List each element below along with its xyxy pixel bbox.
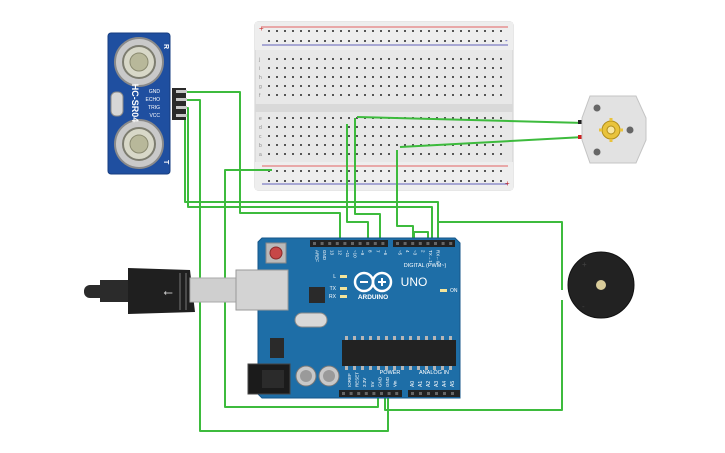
analog-pin-label: A5 bbox=[450, 381, 456, 387]
breadboard-row-letter: h bbox=[259, 75, 262, 81]
analog-section-label: ANALOG IN bbox=[419, 370, 449, 376]
breadboard-row-letter: i bbox=[259, 66, 260, 72]
atmega-chip bbox=[342, 340, 456, 366]
analog-pin-label: A4 bbox=[442, 381, 448, 387]
arduino-model: UNO bbox=[401, 275, 428, 289]
wire-bb-motor-bottom[interactable] bbox=[399, 136, 585, 148]
power-header[interactable] bbox=[339, 390, 402, 397]
breadboard-row-letter: j bbox=[258, 57, 260, 63]
led-on bbox=[440, 289, 447, 292]
power-pin-label: RESET bbox=[355, 372, 360, 387]
digital-header-low[interactable] bbox=[393, 240, 455, 247]
analog-pin-label: A3 bbox=[434, 381, 440, 387]
analog-header[interactable] bbox=[408, 390, 460, 397]
digital-pin-label: 12 bbox=[337, 250, 342, 256]
breadboard-plus-label-bottom: + bbox=[505, 179, 510, 188]
led-label-l: L bbox=[333, 274, 336, 280]
digital-pin-label: 7 bbox=[375, 250, 380, 253]
power-pin-label: 3.3V bbox=[362, 378, 367, 387]
digital-pin-label: ~9 bbox=[360, 250, 365, 256]
led-label-on: ON bbox=[450, 288, 458, 294]
breadboard-minus-label: - bbox=[505, 36, 508, 45]
wire-rail-5v[interactable] bbox=[224, 169, 379, 408]
wire-bb-motor-top[interactable] bbox=[356, 116, 586, 124]
breadboard-plus-label: + bbox=[259, 24, 264, 33]
power-section-label: POWER bbox=[380, 370, 401, 376]
sensor-pin-trig: TRIG bbox=[148, 105, 160, 111]
digital-section-label: DIGITAL (PWM~) bbox=[404, 263, 447, 269]
svg-text:⭠: ⭠ bbox=[163, 285, 173, 299]
wires[interactable] bbox=[184, 91, 586, 432]
led-tx bbox=[340, 287, 347, 290]
sensor-mark-r: R bbox=[162, 44, 169, 49]
usb-jack bbox=[235, 269, 289, 311]
digital-header-high[interactable] bbox=[310, 240, 388, 247]
digital-pin-label: AREF bbox=[315, 250, 320, 262]
digital-pin-label: TX→1 bbox=[428, 250, 433, 263]
motor-gear-icon bbox=[599, 118, 623, 142]
buzzer-minus-label: - bbox=[582, 302, 585, 311]
dc-motor[interactable] bbox=[581, 95, 647, 164]
wire-sensor-echo[interactable] bbox=[187, 99, 389, 432]
digital-pin-label: RX←0 bbox=[436, 250, 441, 264]
led-l bbox=[340, 275, 347, 278]
digital-pin-label: ~6 bbox=[383, 250, 388, 256]
digital-pin-label: 8 bbox=[368, 250, 373, 253]
arduino-brand: ARDUINO bbox=[358, 294, 388, 301]
arduino-logo-icon bbox=[353, 271, 393, 293]
crystal bbox=[110, 91, 124, 117]
wire-bb-pin9[interactable] bbox=[354, 118, 381, 243]
breadboard-row-letter: d bbox=[259, 125, 262, 131]
power-pin-label: GND bbox=[377, 376, 382, 387]
power-pin-label: 5V bbox=[370, 381, 375, 387]
analog-pin-label: A0 bbox=[410, 381, 416, 387]
buzzer-plus-label: + bbox=[582, 260, 587, 269]
wire-buzzer-plus[interactable] bbox=[438, 221, 563, 290]
breadboard-row-letter: a bbox=[259, 152, 262, 158]
led-label-tx: TX bbox=[330, 286, 337, 292]
led-rx bbox=[340, 295, 347, 298]
sensor-pin-vcc: VCC bbox=[149, 113, 160, 119]
sensor-mark-t: T bbox=[162, 160, 169, 165]
breadboard-row-letter: c bbox=[259, 134, 262, 140]
digital-pin-label: ~10 bbox=[353, 250, 358, 258]
digital-pin-label: 13 bbox=[330, 250, 335, 256]
digital-pin-label: ~5 bbox=[398, 250, 403, 256]
power-pin-label: Vin bbox=[393, 380, 398, 387]
breadboard-row-letter: e bbox=[259, 116, 262, 122]
digital-pin-label: ~11 bbox=[345, 250, 350, 258]
wire-sensor-trig[interactable] bbox=[187, 107, 433, 243]
power-pin-label: IOREF bbox=[347, 373, 352, 387]
sensor-name: HC-SR04 bbox=[130, 84, 140, 123]
digital-pin-label: 4 bbox=[405, 250, 410, 253]
crystal-oscillator bbox=[294, 312, 328, 328]
sensor-pin-echo: ECHO bbox=[146, 97, 161, 103]
wire-sensor-gnd[interactable] bbox=[187, 91, 341, 243]
analog-pin-label: A1 bbox=[418, 381, 424, 387]
digital-pin-label: ~3 bbox=[413, 250, 418, 256]
breadboard-row-letter: b bbox=[259, 143, 262, 149]
power-pin-label: GND bbox=[385, 376, 390, 387]
digital-pin-label: GND bbox=[322, 250, 327, 261]
led-label-rx: RX bbox=[329, 294, 337, 300]
digital-pin-label: 2 bbox=[420, 250, 425, 253]
sensor-pin-gnd: GND bbox=[149, 89, 161, 95]
analog-pin-label: A2 bbox=[426, 381, 432, 387]
wire-buzzer-minus[interactable] bbox=[384, 300, 563, 411]
wire-bb-pin10[interactable] bbox=[346, 124, 369, 243]
breadboard-row-letter: f bbox=[259, 93, 261, 99]
usb-cable-icon: ⭠ bbox=[84, 268, 237, 314]
regulator bbox=[270, 338, 284, 358]
usb-chip bbox=[309, 287, 325, 303]
piezo-buzzer[interactable]: + - bbox=[567, 251, 635, 319]
breadboard-row-letter: g bbox=[259, 84, 262, 90]
ultrasonic-sensor[interactable]: GND ECHO TRIG VCC HC-SR04 R T bbox=[107, 32, 187, 175]
